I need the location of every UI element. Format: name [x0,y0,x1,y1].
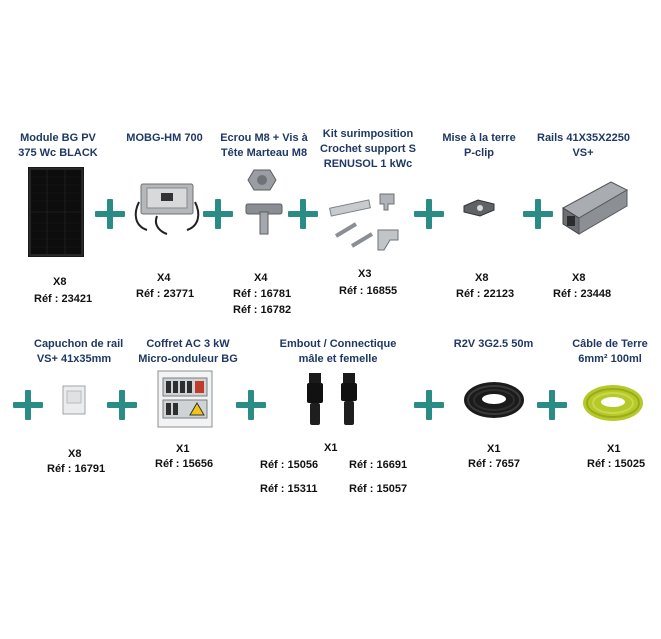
item-title-coffret: Coffret AC 3 kW Micro-onduleur BG [138,338,238,365]
plus-icon [523,199,553,229]
solar-panel-icon [28,167,84,257]
item-title-r2v: R2V 3G2.5 50m [453,338,534,350]
plus-icon [107,390,137,420]
qty: X8 [572,272,586,284]
plus-icon [95,199,125,229]
plus-icon [288,199,318,229]
ref: Réf : 15656 [155,458,214,470]
black-cable-icon [464,382,524,418]
item-title-capuchon: Capuchon de rail VS+ 41x35mm [34,338,124,365]
ref: Réf : 16781 [233,288,292,300]
item-title-module-pv: Module BG PV 375 Wc BLACK [18,132,98,159]
item-title-mobg: MOBG-HM 700 [126,132,203,144]
ref: Réf : 23448 [553,288,612,300]
micro-inverter-icon [134,183,200,235]
qty: X8 [53,276,67,288]
ref: Réf : 16782 [233,304,292,316]
item-title-cable-terre: Câble de Terre 6mm² 100ml [572,338,648,365]
ref: Réf : 7657 [468,458,520,470]
qty: X3 [358,268,372,280]
ref: Réf : 15311 [260,483,318,495]
connector-icon [307,373,357,425]
ref: Réf : 23771 [136,288,195,300]
p-clip-icon [463,199,495,217]
plus-icon [236,390,266,420]
item-title-rail: Rails 41X35X2250 VS+ [537,132,630,159]
ref: Réf : 16791 [47,463,106,475]
qty: X1 [487,443,501,455]
plus-icon [414,390,444,420]
plus-icon [537,390,567,420]
qty: X1 [324,442,338,454]
qty: X8 [475,272,489,284]
mounting-kit-icon [329,193,399,251]
plus-icon [203,199,233,229]
qty: X1 [176,443,190,455]
ref: Réf : 23421 [34,293,93,305]
nut-bolt-icon [245,169,283,235]
plus-icon [414,199,444,229]
ref: Réf : 16691 [349,459,408,471]
item-title-ecrou: Ecrou M8 + Vis à Tête Marteau M8 [220,132,308,159]
ref: Réf : 15057 [349,483,408,495]
qty: X4 [254,272,268,284]
item-title-kit: Kit surimposition Crochet support S RENU… [320,128,416,170]
qty: X8 [68,448,82,460]
ref: Réf : 15056 [260,459,319,471]
ref: Réf : 16855 [339,285,398,297]
qty: X1 [607,443,621,455]
ac-box-icon [157,370,213,428]
rail-cap-icon [62,385,86,415]
rail-icon [562,181,629,235]
ref: Réf : 15025 [587,458,646,470]
qty: X4 [157,272,171,284]
green-cable-icon [583,385,643,421]
item-title-embout: Embout / Connectique mâle et femelle [279,338,397,365]
item-title-pclip: Mise à la terre P-clip [442,132,516,159]
ref: Réf : 22123 [456,288,515,300]
plus-icon [13,390,43,420]
